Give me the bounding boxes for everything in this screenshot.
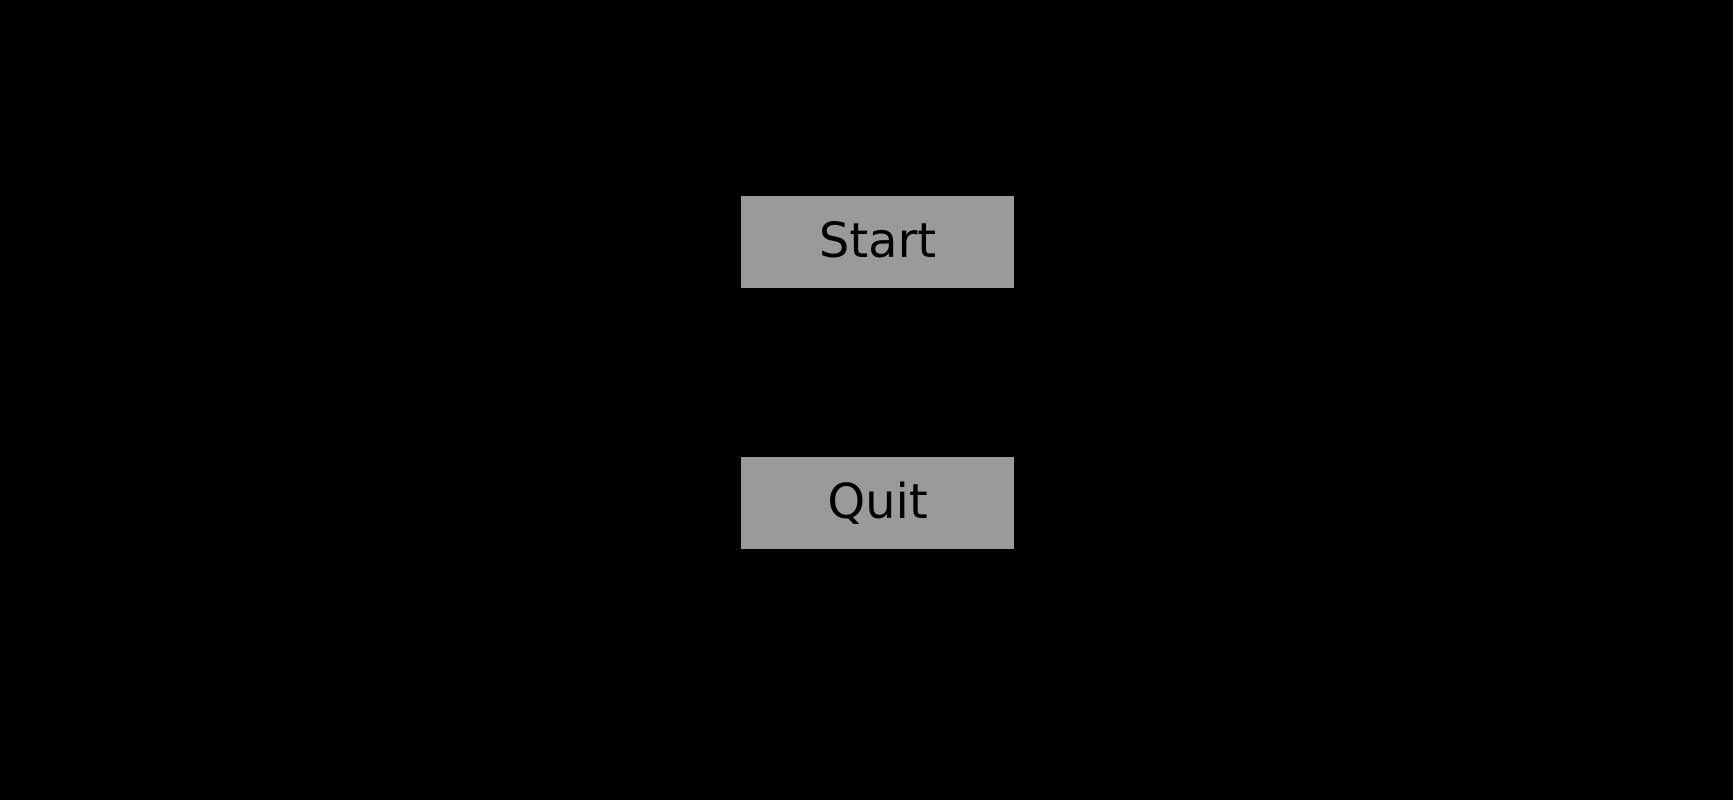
start-button[interactable]: Start bbox=[741, 196, 1014, 288]
quit-button-label: Quit bbox=[827, 474, 928, 530]
quit-button[interactable]: Quit bbox=[741, 457, 1014, 549]
start-button-label: Start bbox=[818, 213, 937, 269]
